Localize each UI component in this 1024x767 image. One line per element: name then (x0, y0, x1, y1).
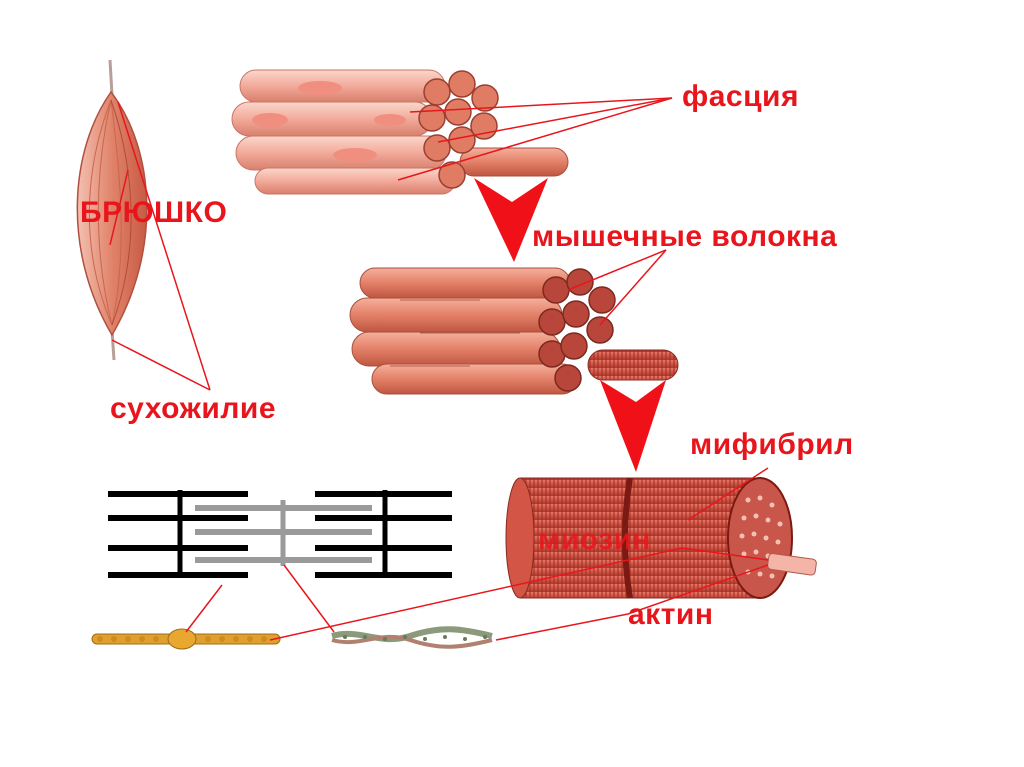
label-actin: актин (628, 598, 714, 631)
label-fascia: фасция (682, 80, 800, 113)
label-myofibril: мифибрил (690, 428, 854, 461)
myofibril-illustration (505, 477, 817, 599)
arrow-down-icon (474, 178, 548, 262)
sarcomere-schematic (108, 490, 452, 578)
leader-lines (109, 97, 769, 641)
myosin-filament-illustration (91, 628, 281, 650)
fascicle-bundle-illustration (231, 69, 569, 195)
actin-filament-illustration (331, 626, 493, 649)
muscle-fiber-bundle-illustration (349, 267, 679, 395)
arrow-down-icon (600, 380, 666, 472)
label-myosin: миозин (538, 523, 652, 556)
label-tendon: сухожилие (110, 392, 276, 425)
label-muscle-fibers: мышечные волокна (532, 220, 838, 253)
label-belly: БРЮШКО (80, 196, 228, 229)
muscle-belly-illustration (76, 59, 148, 361)
